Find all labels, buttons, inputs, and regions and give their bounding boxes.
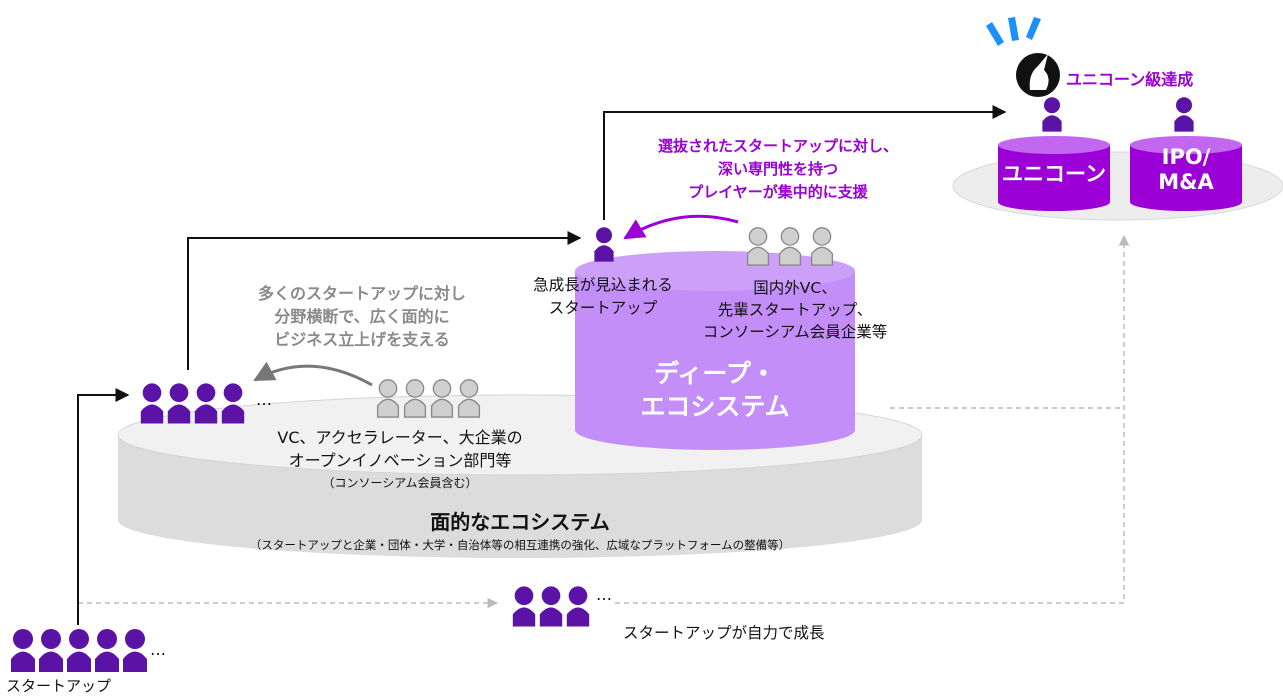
fast-growth-startup-label: 急成長が見込まれる スタートアップ [533,276,673,317]
ipo-label: IPO/ M&A [1158,145,1214,194]
sparkle-icon [986,17,1041,46]
broad-players-note: （コンソーシアム会員含む） [322,476,478,490]
person-icon [221,383,245,424]
person-icon [167,383,191,424]
ellipsis-self: … [596,585,612,604]
person-icon [594,227,614,262]
startup-label: スタートアップ [6,677,112,695]
ipo-cylinder [1130,136,1242,211]
growth-arrows [77,105,1007,625]
person-icon [539,586,563,627]
supporter-person-icon [810,227,834,266]
broad-ecosystem-label: 面的なエコシステム [430,510,610,534]
unicorn-achieved-label: ユニコーン級達成 [1066,70,1194,89]
ellipsis-broad: … [256,390,272,409]
person-icon [39,629,63,672]
self-growth-label: スタートアップが自力で成長 [623,624,825,642]
select-support-arrow [623,214,739,240]
arrow-deep-to-goal [603,105,1007,220]
broad-ecosystem-note: （スタートアップと企業・団体・大学・自治体等の相互連携の強化、広域なプラットフォ… [249,538,791,552]
person-icon [194,383,218,424]
person-icon [11,629,35,672]
person-icon [123,629,147,672]
person-icon [1174,97,1194,132]
person-icon [512,586,536,627]
unicorn-cylinder [998,136,1110,211]
person-icon [95,629,119,672]
ellipsis-startups: … [150,640,166,659]
broad-support-arrow [253,361,373,387]
deep-ecosystem-label: ディープ・ エコシステム [640,359,790,421]
arrow-startup-to-broad [77,388,130,625]
dashed-paths [78,234,1130,609]
unicorn-cylinder-label: ユニコーン [1002,162,1106,186]
person-icon [67,629,91,672]
person-icon [1042,97,1062,132]
arrow-broad-to-deep [187,231,582,370]
broad-players-label: VC、アクセラレーター、大企業の オープンイノベーション部門等 [277,428,523,470]
person-icon [566,586,590,627]
person-icon [140,383,164,424]
deep-players-label: 国内外VC、 先輩スタートアップ、 コンソーシアム会員企業等 [702,279,888,341]
dashed-self-growth-to-goal [615,234,1130,604]
broad-support-text: 多くのスタートアップに対し 分野横断で、広く面的に ビジネス立上げを支える [257,284,466,349]
unicorn-icon [1016,53,1060,97]
supporter-person-icon [746,227,770,266]
supporter-person-icon [778,227,802,266]
select-support-text: 選抜されたスタートアップに対し、 深い専門性を持つ プレイヤーが集中的に支援 [657,137,898,201]
